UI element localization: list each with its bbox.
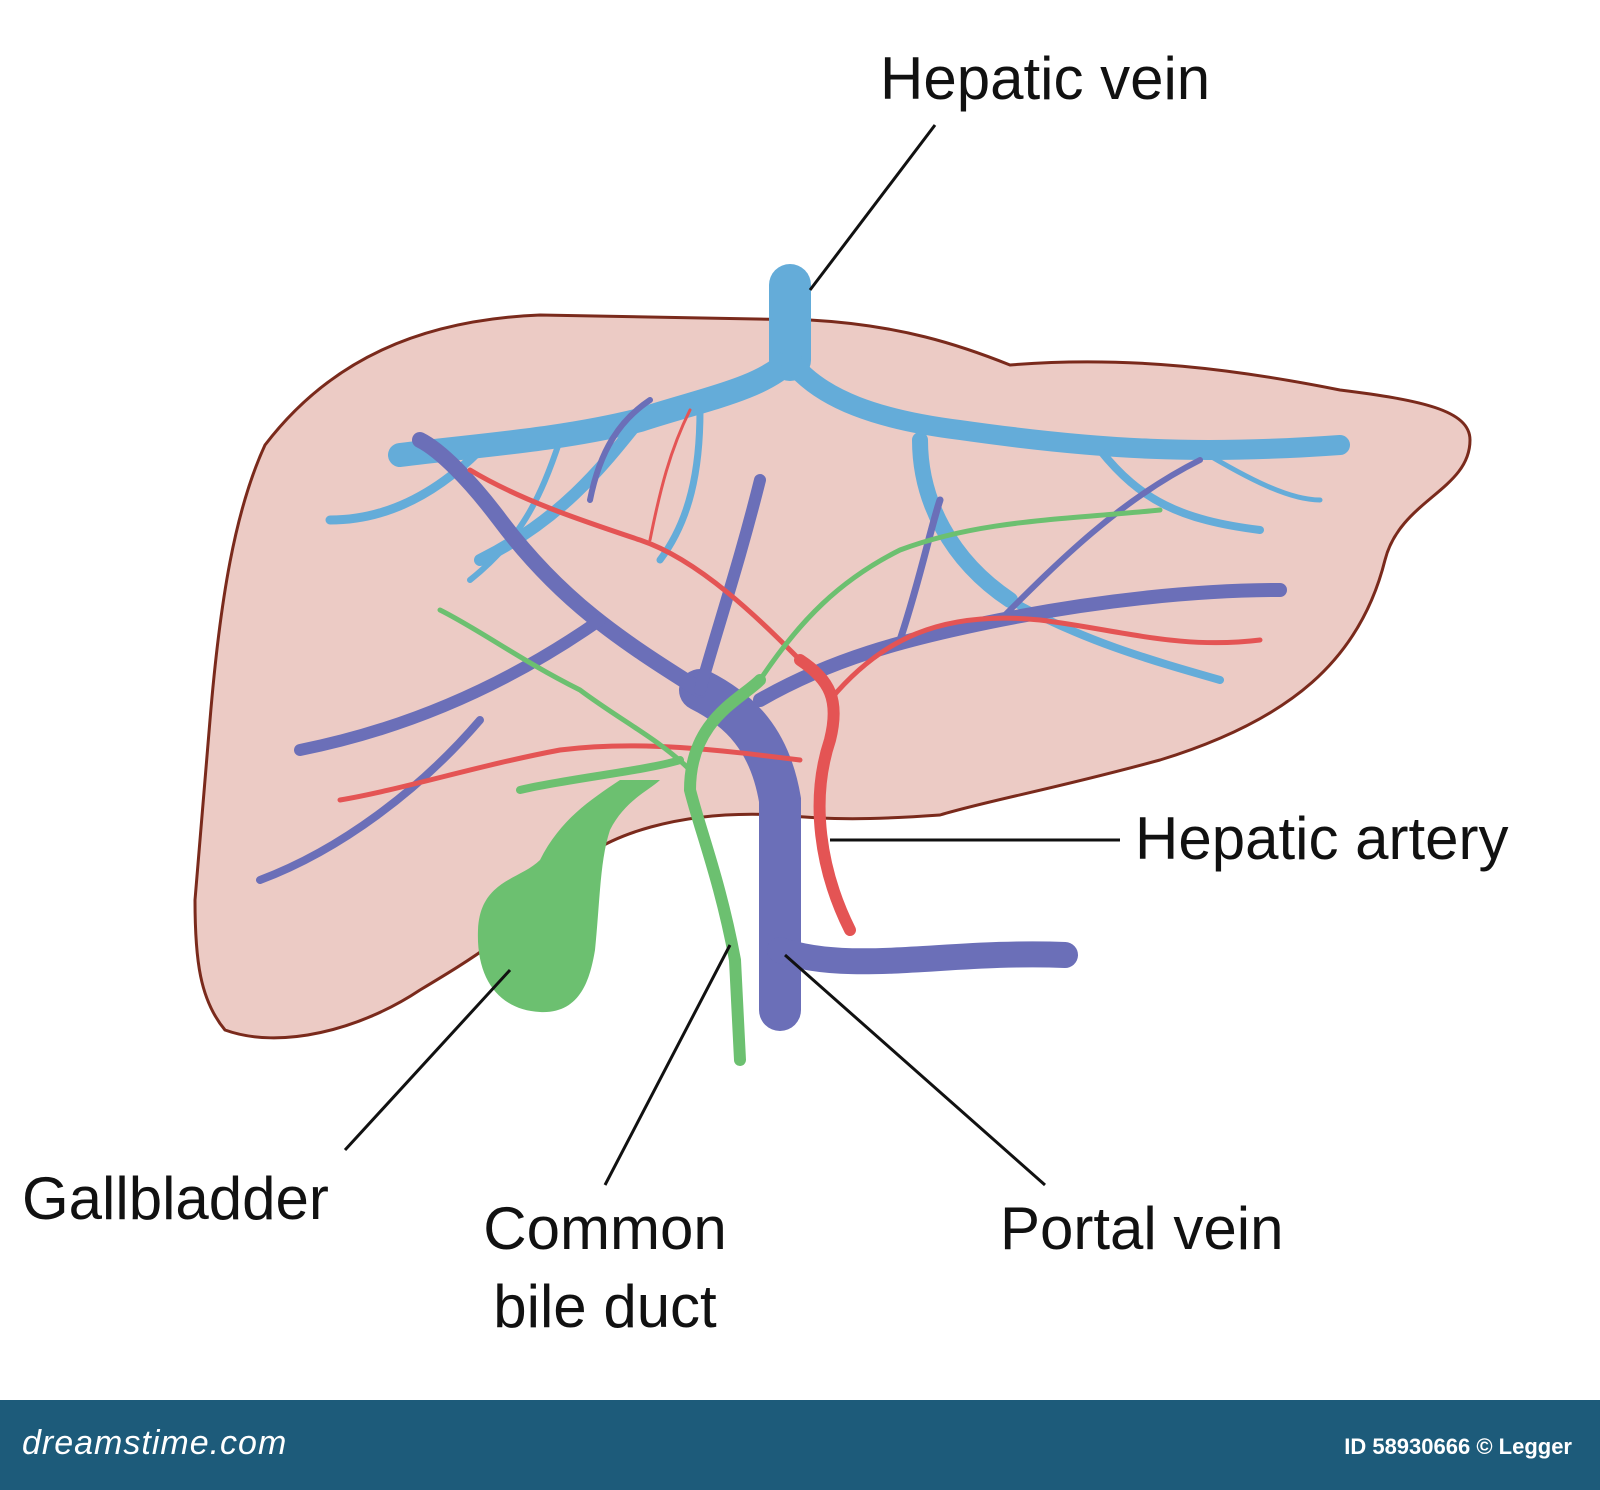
- hepatic-artery-label: Hepatic artery: [1135, 805, 1509, 872]
- watermark-footer: dreamstime.com ID 58930666 © Legger: [0, 1400, 1600, 1490]
- common-bile-duct-line2: bile duct: [493, 1273, 717, 1340]
- common-bile-duct-line1: Common: [483, 1195, 727, 1262]
- liver-illustration: [193, 124, 1472, 1187]
- portal-vein-vessels: [256, 397, 1287, 1031]
- portal-vein-label: Portal vein: [1000, 1195, 1284, 1262]
- common-bile-duct-label: Common bile duct: [445, 1190, 765, 1346]
- leader-lines: [343, 124, 1120, 1187]
- hepatic-vein-vessels: [325, 264, 1350, 684]
- liver-diagram: Hepatic vein Hepatic artery Gallbladder …: [22, 45, 1509, 1346]
- hepatic-vein-label: Hepatic vein: [880, 45, 1211, 112]
- gallbladder-shape: [477, 780, 660, 1013]
- liver-shape: [193, 313, 1472, 1040]
- bile-duct-vessels: [437, 507, 1163, 1066]
- hepatic-artery-vessels: [337, 408, 1263, 936]
- gallbladder-label: Gallbladder: [22, 1165, 329, 1232]
- brand-text: dreamstime.com: [22, 1424, 288, 1462]
- image-credit: ID 58930666 © Legger: [1344, 1434, 1572, 1459]
